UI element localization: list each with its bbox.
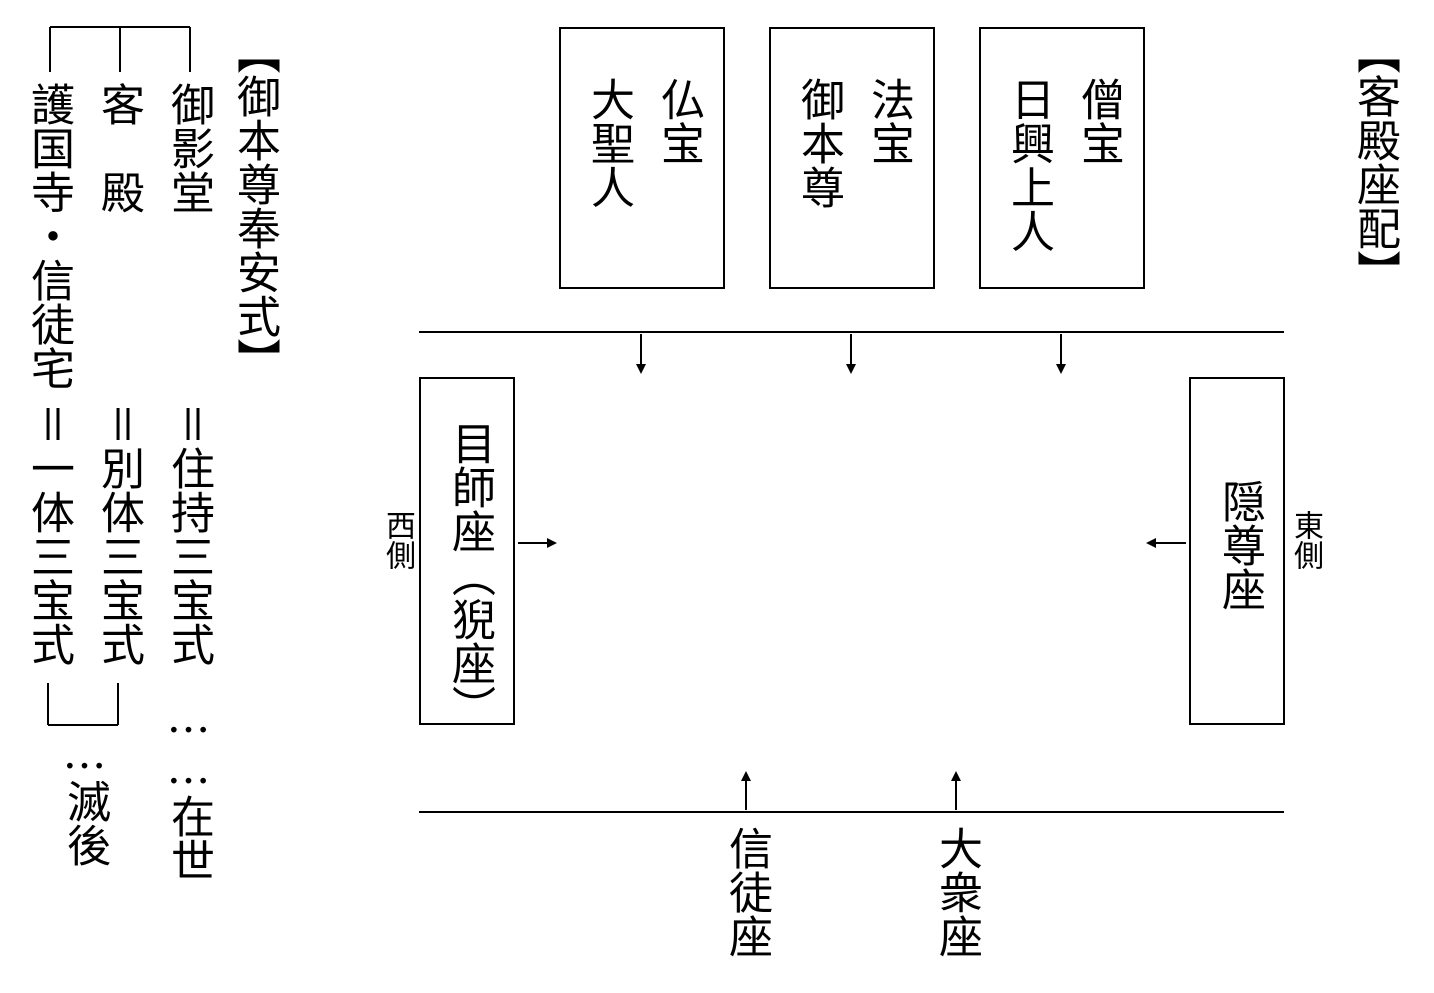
label-kyakuden: 客 殿 xyxy=(93,82,144,214)
ceremony-heading: 【御本尊奉安式】 xyxy=(229,30,280,382)
type-juji-sanbo: ＝住持三宝式 xyxy=(163,402,214,666)
treasure-box-sobo: 僧宝 日興上人 xyxy=(979,27,1145,289)
treasure-name: 日興上人 xyxy=(1003,77,1054,253)
treasure-title: 僧宝 xyxy=(1073,77,1124,165)
east-side-label: 東側 xyxy=(1288,510,1323,570)
type-ittai-sanbo: ＝一体三宝式 xyxy=(23,402,74,666)
note-zaise: ……在世 xyxy=(163,692,214,882)
seat-daishu: 大衆座 xyxy=(931,826,982,958)
type-betsutai-sanbo: ＝別体三宝式 xyxy=(93,402,144,666)
treasure-box-buppo: 仏宝 大聖人 xyxy=(559,27,725,289)
note-metsugo: …滅後 xyxy=(59,728,110,867)
treasure-name: 大聖人 xyxy=(583,77,634,209)
west-side-label: 西側 xyxy=(380,510,415,570)
east-seat-box: 隠尊座 xyxy=(1189,377,1285,725)
east-seat-label: 隠尊座 xyxy=(1214,479,1265,611)
ceremony-bracket xyxy=(49,26,191,72)
label-goeido: 御影堂 xyxy=(163,82,214,214)
treasure-name: 御本尊 xyxy=(793,77,844,209)
seating-heading: 【客殿座配】 xyxy=(1349,30,1400,294)
label-gokokuji: 護国寺・信徒宅 xyxy=(23,82,74,390)
west-seat-box: 目師座（猊座） xyxy=(419,377,515,729)
west-seat-label: 目師座（猊座） xyxy=(444,421,495,729)
after-death-bracket xyxy=(47,683,119,726)
seat-shinto: 信徒座 xyxy=(721,826,772,958)
treasure-title: 法宝 xyxy=(863,77,914,165)
treasure-box-hobo: 法宝 御本尊 xyxy=(769,27,935,289)
treasure-title: 仏宝 xyxy=(653,77,704,165)
